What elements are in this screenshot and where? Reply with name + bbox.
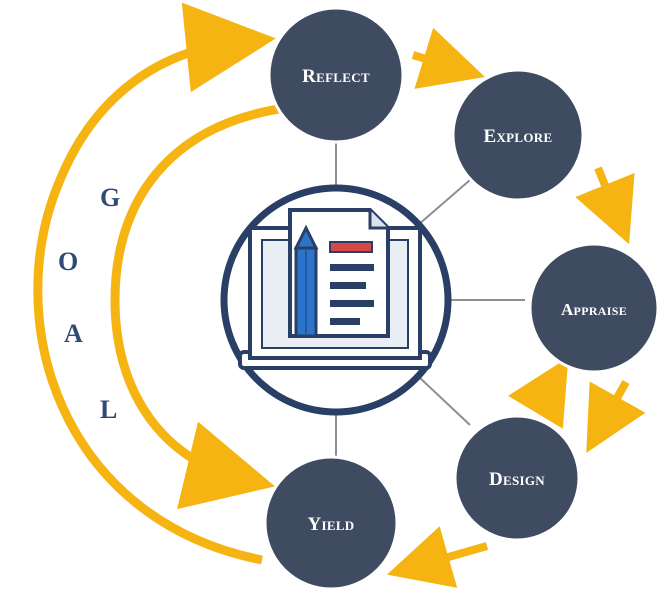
node-reflect: Reflect <box>267 6 405 144</box>
node-appraise-label: Appraise <box>561 300 627 319</box>
node-yield: Yield <box>263 455 399 591</box>
arrow-design-to-yield <box>386 526 489 588</box>
node-design-label: Design <box>489 469 545 490</box>
node-explore-label: Explore <box>484 126 553 147</box>
goal-outer-arrow <box>33 2 276 565</box>
goal-letter-l: L <box>100 395 117 424</box>
arrow-appraise-to-design <box>586 380 646 453</box>
goal-letter-g: G <box>100 183 120 212</box>
node-design: Design <box>453 414 581 542</box>
node-explore: Explore <box>451 68 585 202</box>
goal-letters: G O A L <box>58 183 120 424</box>
arrow-explore-to-appraise <box>575 166 635 245</box>
document-with-pencil-icon <box>238 208 432 370</box>
goal-letter-o: O <box>58 247 78 276</box>
node-appraise: Appraise <box>528 242 660 374</box>
goal-inner-arrow <box>110 103 286 510</box>
connector-design <box>419 377 471 426</box>
arrow-design-to-appraise <box>507 357 569 429</box>
node-reflect-label: Reflect <box>302 66 370 87</box>
connector-explore <box>417 179 471 226</box>
node-yield-label: Yield <box>307 514 354 535</box>
arrow-reflect-to-explore <box>411 27 485 89</box>
center-hub <box>220 184 452 416</box>
goal-letter-a: A <box>64 319 83 348</box>
